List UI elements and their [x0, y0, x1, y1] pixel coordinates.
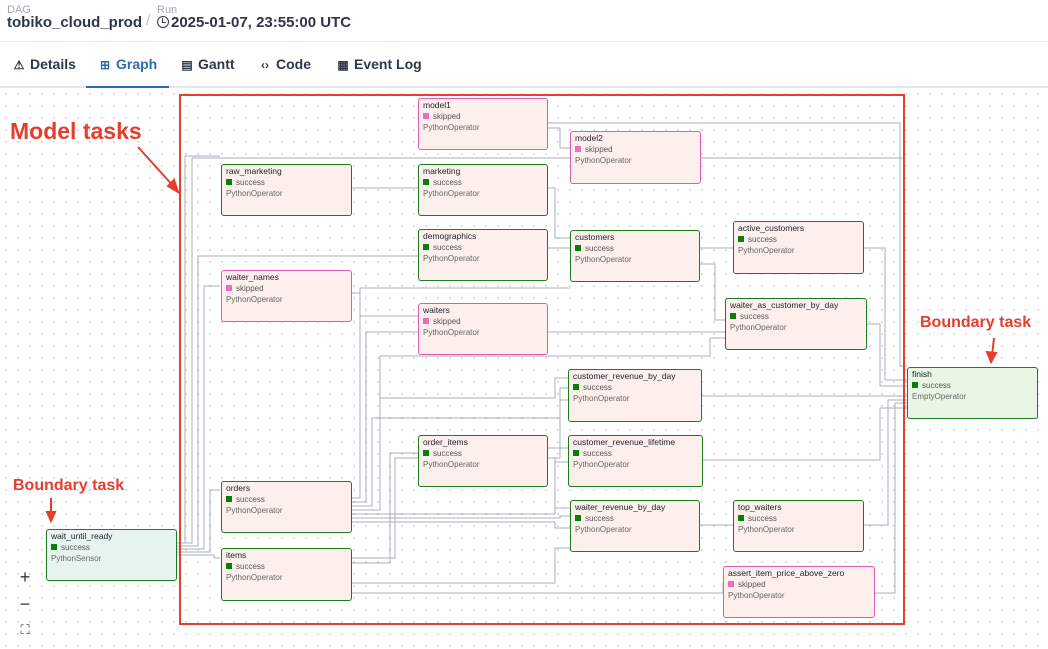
boundary-left-arrowhead [45, 511, 57, 524]
gantt-icon: ▤ [181, 58, 193, 72]
warning-icon: ⚠ [13, 58, 25, 72]
clock-icon [157, 16, 169, 28]
dag-label: DAG [7, 4, 31, 16]
state-indicator [226, 285, 232, 291]
event-log-icon: ▦ [337, 58, 349, 72]
state-indicator [575, 146, 581, 152]
state-indicator [226, 563, 232, 569]
state-indicator [573, 384, 579, 390]
node-assert-item-price-above-zero[interactable]: assert_item_price_above_zero skipped Pyt… [723, 566, 875, 618]
boundary-right-arrowhead [985, 350, 998, 365]
graph-canvas[interactable]: model1 skipped PythonOperator model2 ski… [0, 88, 1048, 649]
node-model2[interactable]: model2 skipped PythonOperator [570, 131, 701, 184]
model-tasks-highlight [179, 94, 905, 625]
node-waiter-as-customer-by-day[interactable]: waiter_as_customer_by_day success Python… [725, 298, 867, 350]
fit-view-button[interactable]: ⛶ [20, 622, 30, 637]
state-indicator [423, 179, 429, 185]
tab-code[interactable]: ‹›Code [246, 42, 323, 88]
state-indicator [423, 450, 429, 456]
node-waiter-names[interactable]: waiter_names skipped PythonOperator [221, 270, 352, 322]
breadcrumb-separator: / [146, 12, 151, 29]
code-icon: ‹› [261, 58, 269, 72]
state-indicator [423, 318, 429, 324]
node-items[interactable]: items success PythonOperator [221, 548, 352, 601]
state-indicator [51, 544, 57, 550]
annotation-arrows [45, 146, 998, 524]
zoom-in-button[interactable]: + [19, 567, 31, 587]
state-indicator [575, 515, 581, 521]
node-customers[interactable]: customers success PythonOperator [570, 230, 700, 282]
tab-gantt[interactable]: ▤Gantt [168, 42, 247, 88]
boundary-task-annotation-left: Boundary task [13, 477, 125, 494]
state-indicator [573, 450, 579, 456]
state-indicator [226, 496, 232, 502]
state-indicator [423, 244, 429, 250]
state-indicator [226, 179, 232, 185]
node-wait-until-ready[interactable]: wait_until_ready success PythonSensor [46, 529, 177, 581]
graph-edges [176, 122, 907, 594]
tab-event-log[interactable]: ▦Event Log [324, 42, 434, 88]
node-demographics[interactable]: demographics success PythonOperator [418, 229, 548, 281]
tab-bar: ⚠Details ⊞Graph ▤Gantt ‹›Code ▦Event Log [0, 42, 1048, 88]
node-order-items[interactable]: order_items success PythonOperator [418, 435, 548, 487]
node-active-customers[interactable]: active_customers success PythonOperator [733, 221, 864, 274]
state-indicator [730, 313, 736, 319]
node-raw-marketing[interactable]: raw_marketing success PythonOperator [221, 164, 352, 216]
model-tasks-arrowhead [166, 178, 180, 195]
page-header: DAG tobiko_cloud_prod / Run 2025-01-07, … [0, 0, 1048, 42]
node-marketing[interactable]: marketing success PythonOperator [418, 164, 548, 216]
model-tasks-arrow [137, 146, 176, 189]
graph-icon: ⊞ [99, 58, 111, 72]
state-indicator [738, 236, 744, 242]
state-indicator [728, 581, 734, 587]
zoom-out-button[interactable]: − [19, 594, 31, 614]
state-indicator [423, 113, 429, 119]
tab-graph[interactable]: ⊞Graph [86, 42, 170, 88]
node-top-waiters[interactable]: top_waiters success PythonOperator [733, 500, 864, 552]
node-model1[interactable]: model1 skipped PythonOperator [418, 98, 548, 150]
dag-name-link[interactable]: tobiko_cloud_prod [7, 14, 142, 31]
model-tasks-annotation: Model tasks [10, 118, 142, 144]
state-indicator [575, 245, 581, 251]
run-id-link[interactable]: 2025-01-07, 23:55:00 UTC [157, 14, 351, 31]
node-finish[interactable]: finish success EmptyOperator [907, 367, 1038, 419]
node-waiters[interactable]: waiters skipped PythonOperator [418, 303, 548, 355]
node-customer-revenue-lifetime[interactable]: customer_revenue_lifetime success Python… [568, 435, 703, 487]
run-label: Run [157, 4, 178, 16]
boundary-task-annotation-right: Boundary task [920, 314, 1032, 331]
state-indicator [738, 515, 744, 521]
run-value: 2025-01-07, 23:55:00 UTC [171, 14, 352, 31]
node-waiter-revenue-by-day[interactable]: waiter_revenue_by_day success PythonOper… [570, 500, 700, 552]
tab-details[interactable]: ⚠Details [0, 42, 88, 88]
node-orders[interactable]: orders success PythonOperator [221, 481, 352, 533]
state-indicator [912, 382, 918, 388]
node-customer-revenue-by-day[interactable]: customer_revenue_by_day success PythonOp… [568, 369, 702, 422]
